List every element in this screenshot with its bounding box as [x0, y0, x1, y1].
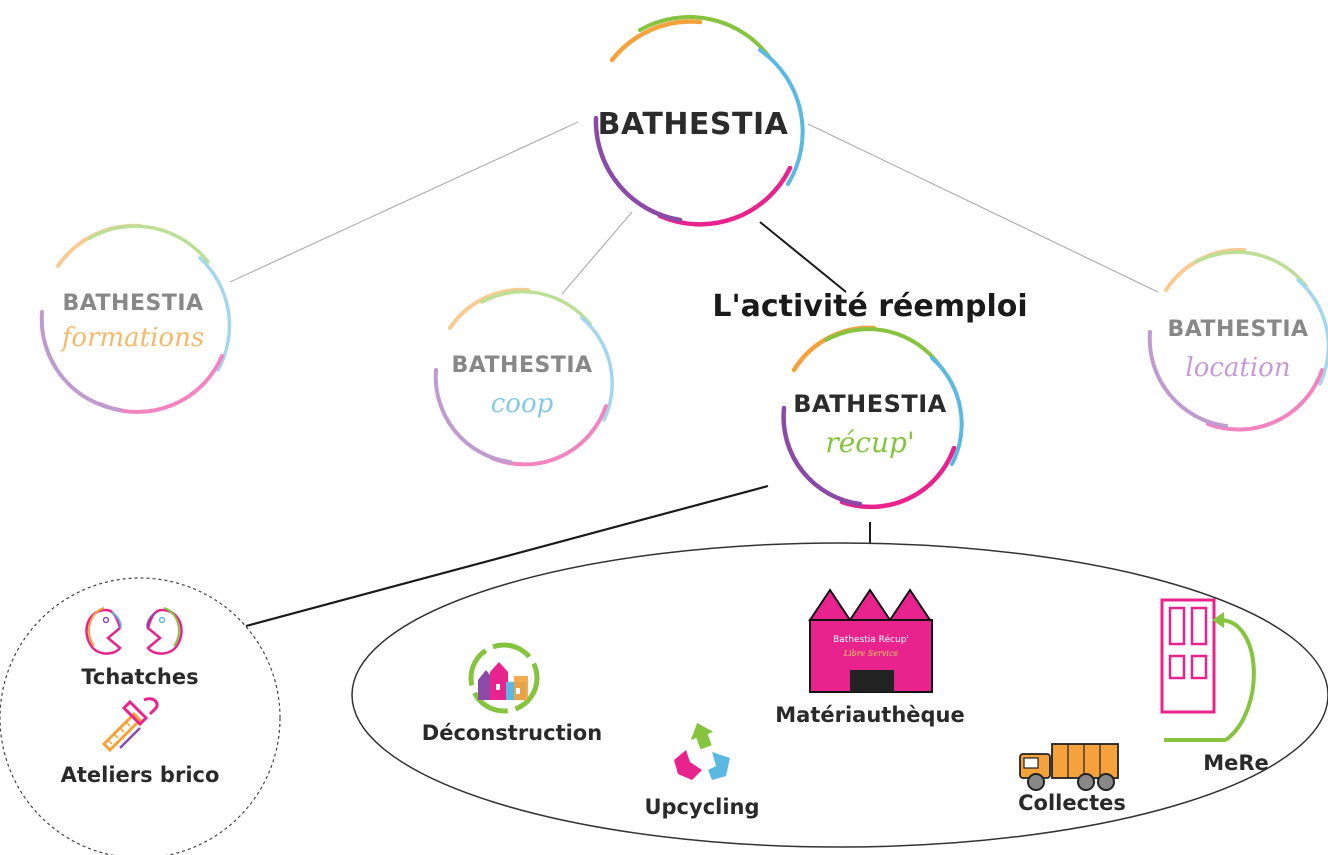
formations-node[interactable]: [39, 223, 232, 414]
item-upcycling: Upcycling: [644, 795, 759, 819]
formations-brand: BATHESTIA: [62, 291, 203, 316]
warehouse-subsign: Libre Service: [843, 649, 899, 658]
location-sub: location: [1185, 353, 1290, 383]
left-item-tchatches: Tchatches: [81, 665, 198, 689]
recup-node[interactable]: [781, 325, 964, 510]
coop-brand: BATHESTIA: [451, 353, 592, 378]
connector-root-recup: [759, 221, 847, 293]
deconstruction-icon: [468, 642, 540, 714]
warehouse-sign: Bathestia Récup': [833, 634, 909, 645]
left-group: [0, 577, 281, 855]
warehouse-icon: [808, 588, 933, 693]
root-node[interactable]: BATHESTIA: [593, 15, 805, 227]
coop-sub: coop: [491, 389, 554, 419]
connector-root-location: [807, 123, 1159, 293]
truck-icon: [1019, 743, 1119, 791]
location-node[interactable]: [1147, 247, 1328, 432]
connector-recup-leftgroup: [245, 484, 769, 628]
item-mere: MeRe: [1203, 751, 1269, 775]
item-materiautheque: Matériauthèque: [775, 703, 964, 727]
location-brand: BATHESTIA: [1167, 317, 1308, 342]
recup-sub: récup': [825, 426, 914, 459]
reemploi-heading: L'activité réemploi: [712, 289, 1027, 324]
root-brand: BATHESTIA: [598, 107, 789, 142]
left-item-ateliers: Ateliers brico: [61, 763, 220, 787]
recup-brand: BATHESTIA: [793, 390, 947, 418]
recycle-icon: [674, 722, 730, 780]
chat-faces-icon: [85, 607, 183, 655]
coop-node[interactable]: [433, 287, 614, 467]
item-deconstruction: Déconstruction: [422, 721, 602, 745]
connector-root-formations: [229, 121, 579, 283]
tools-icon: [101, 697, 159, 753]
connector-root-coop: [561, 211, 633, 295]
item-collectes: Collectes: [1018, 791, 1126, 815]
formations-sub: formations: [60, 323, 204, 353]
door-icon: [1160, 598, 1256, 742]
